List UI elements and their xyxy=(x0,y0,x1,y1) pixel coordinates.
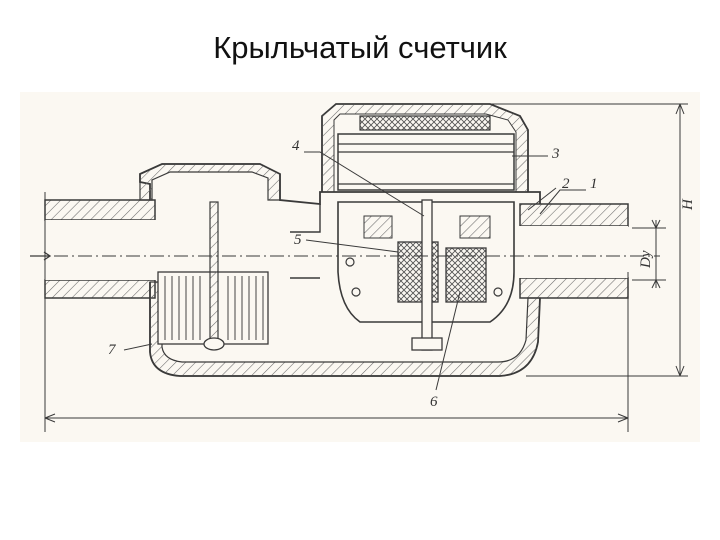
callout-6: 6 xyxy=(430,394,438,410)
measuring-chamber xyxy=(337,199,515,351)
water-meter-cross-section: 1 2 3 4 5 6 7 H Dy xyxy=(20,92,700,442)
dimension-label-height: H xyxy=(680,198,696,211)
slide-title: Крыльчатый счетчик xyxy=(213,30,507,65)
callout-4: 4 xyxy=(292,138,300,154)
dimension-lines xyxy=(44,103,688,432)
meter-body xyxy=(139,163,541,377)
water-meter-drawing: 1 2 3 4 5 6 7 H Dy xyxy=(20,92,700,442)
callout-7: 7 xyxy=(108,342,117,358)
callout-2: 2 xyxy=(562,176,570,192)
flow-centerline xyxy=(30,251,660,261)
dimension-label-diameter: Dy xyxy=(638,250,654,269)
impeller-shaft xyxy=(421,199,433,351)
impeller-blades xyxy=(445,247,487,303)
outlet-pipe xyxy=(518,203,629,299)
callout-5: 5 xyxy=(294,232,302,248)
callout-3: 3 xyxy=(551,146,560,162)
inlet-pipe xyxy=(44,199,175,299)
strainer-mesh xyxy=(157,201,269,351)
callout-1: 1 xyxy=(590,176,598,192)
flow-arrow-icon xyxy=(30,251,52,261)
adjusting-screw xyxy=(411,337,443,351)
leader-lines xyxy=(123,151,586,391)
